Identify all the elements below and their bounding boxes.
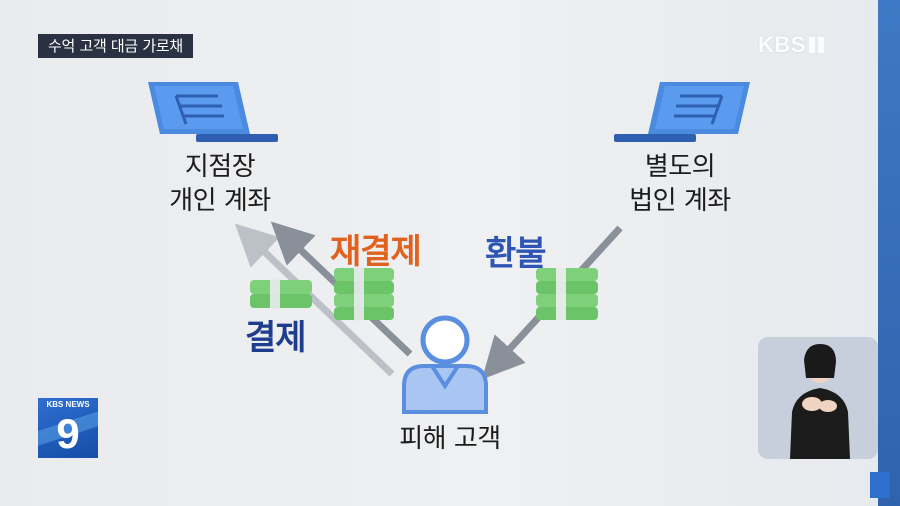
broadcaster-logo: KBS xyxy=(758,32,824,58)
laptop-icon-left xyxy=(148,82,278,142)
logo-block-icon xyxy=(808,37,815,53)
left-account-line2: 개인 계좌 xyxy=(169,186,271,216)
corner-badge-icon xyxy=(870,472,890,498)
right-account-label: 별도의 법인 계좌 xyxy=(600,150,760,218)
victim-label: 피해 고객 xyxy=(399,424,501,454)
news-badge-brand: KBS NEWS xyxy=(46,400,90,409)
topic-caption: 수억 고객 대금 가로채 xyxy=(38,34,193,58)
right-account-line2: 법인 계좌 xyxy=(629,186,731,216)
money-icon-repayment xyxy=(334,266,394,322)
left-account-line1: 지점장 xyxy=(184,152,256,182)
sign-interpreter xyxy=(758,337,878,459)
money-icon-payment xyxy=(250,278,312,310)
right-account-line1: 별도의 xyxy=(644,152,716,182)
laptop-icon-right xyxy=(614,82,750,142)
right-edge-strip xyxy=(878,0,900,506)
payment-label: 결제 xyxy=(245,318,307,358)
left-account-label: 지점장 개인 계좌 xyxy=(140,150,300,218)
broadcaster-logo-text: KBS xyxy=(758,32,806,57)
repayment-label: 재결제 xyxy=(330,232,422,272)
news-badge: KBS NEWS 9 xyxy=(38,398,98,458)
money-icon-refund xyxy=(536,266,598,322)
logo-block-icon xyxy=(817,37,824,53)
refund-label: 환불 xyxy=(485,234,547,274)
person-icon-victim xyxy=(402,315,488,414)
news-badge-number: 9 xyxy=(56,410,80,457)
